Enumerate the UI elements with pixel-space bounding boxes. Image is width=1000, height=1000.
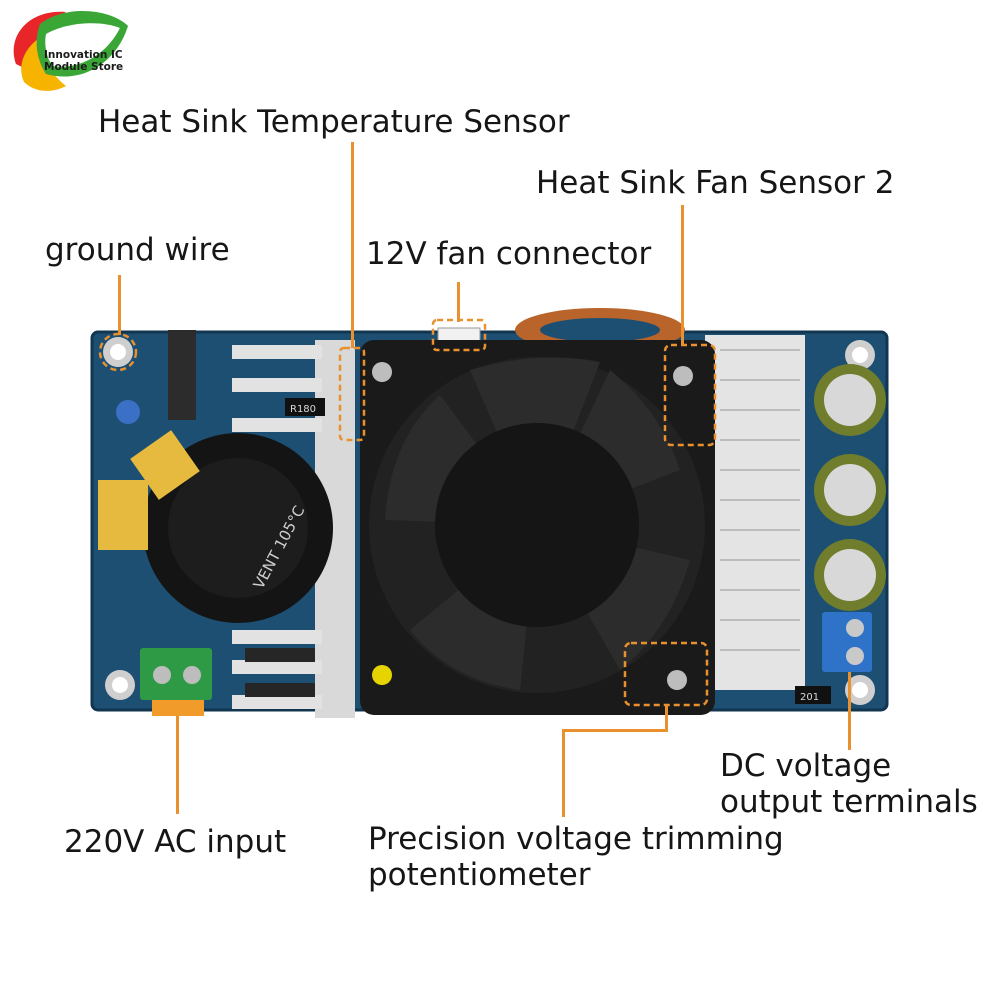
leader-pot-b [562, 729, 668, 732]
smd-marking: 201 [800, 692, 819, 703]
label-potentiometer-1: Precision voltage trimming [368, 821, 784, 857]
label-heat-sink-fan-sensor: Heat Sink Fan Sensor 2 [536, 165, 895, 201]
common-mode-choke [168, 330, 196, 420]
brand-line-2: Module Store [44, 61, 124, 73]
label-potentiometer-2: potentiometer [368, 857, 591, 893]
resistor-marking: R180 [290, 404, 316, 415]
leader-temp-sensor [351, 142, 354, 348]
leader-pot-a [665, 705, 668, 730]
label-fan-connector: 12V fan connector [366, 236, 652, 272]
bulk-capacitor: VENT 105°C [143, 433, 333, 623]
leader-dc-output [848, 672, 851, 750]
leader-fan-sensor [681, 205, 684, 345]
dc-output-terminal-block [822, 612, 872, 672]
fan-sensor-callout [663, 343, 717, 447]
leader-pot-c [562, 729, 565, 817]
label-ground-wire: ground wire [45, 232, 230, 268]
label-dc-output-2: output terminals [720, 784, 978, 820]
label-heat-sink-temp-sensor: Heat Sink Temperature Sensor [98, 104, 570, 140]
brand-name: Innovation IC Module Store [44, 49, 123, 73]
x-capacitor [98, 480, 148, 550]
brand-logo: Innovation IC Module Store [6, 4, 134, 100]
cooling-fan [360, 340, 715, 715]
temp-sensor-callout [338, 346, 366, 442]
output-capacitors [814, 364, 886, 611]
leader-ac-input [176, 716, 179, 814]
label-dc-output-1: DC voltage [720, 748, 892, 784]
ac-input-terminal-block [140, 648, 212, 716]
brand-line-1: Innovation IC [44, 49, 123, 61]
leader-fan-connector [457, 282, 460, 322]
mounting-holes [103, 337, 875, 705]
leader-ground-wire [118, 275, 121, 335]
leaf-logo-icon [13, 11, 128, 91]
right-heatsink [705, 335, 805, 690]
label-ac-input: 220V AC input [64, 824, 287, 860]
